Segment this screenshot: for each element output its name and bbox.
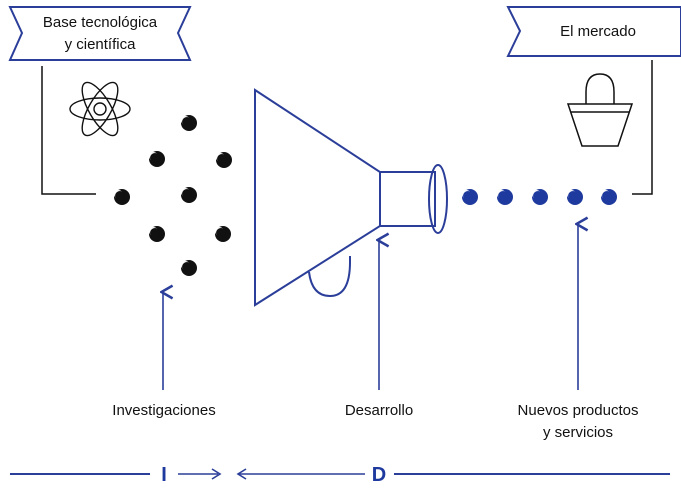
banner-right-label: El mercado (560, 23, 636, 40)
arrow-right-icon (211, 468, 222, 480)
product-dots (462, 189, 617, 205)
banner-el-mercado: El mercado (506, 6, 681, 57)
megaphone-funnel (254, 88, 448, 307)
black-dot (181, 115, 197, 131)
right-bracket-line (632, 60, 653, 195)
black-dot (181, 187, 197, 203)
banner-left-line1: Base tecnológica (43, 14, 158, 31)
label-nuevos-line1: Nuevos productos (518, 402, 639, 419)
blue-dot (532, 189, 548, 205)
black-dot (181, 260, 197, 276)
blue-dot (567, 189, 583, 205)
black-dot (149, 151, 165, 167)
shopping-bag-icon (566, 73, 634, 147)
blue-dot (601, 189, 617, 205)
black-dot (149, 226, 165, 242)
banner-left-line2: y científica (65, 36, 137, 53)
black-dot (216, 152, 232, 168)
banner-base-tecnologica: Base tecnológica y científica (8, 6, 192, 61)
black-dot (215, 226, 231, 242)
blue-dot (497, 189, 513, 205)
label-nuevos-line2: y servicios (543, 424, 613, 441)
black-dot (114, 189, 130, 205)
label-investigaciones: Investigaciones (112, 402, 215, 419)
phase-d-label: D (372, 464, 386, 484)
phase-i-label: I (161, 464, 167, 484)
phase-timeline: I D (10, 464, 670, 486)
atom-icon (69, 81, 131, 137)
left-bracket-line (41, 66, 96, 195)
blue-dot (462, 189, 478, 205)
research-dots (114, 115, 232, 276)
label-desarrollo: Desarrollo (345, 402, 413, 419)
